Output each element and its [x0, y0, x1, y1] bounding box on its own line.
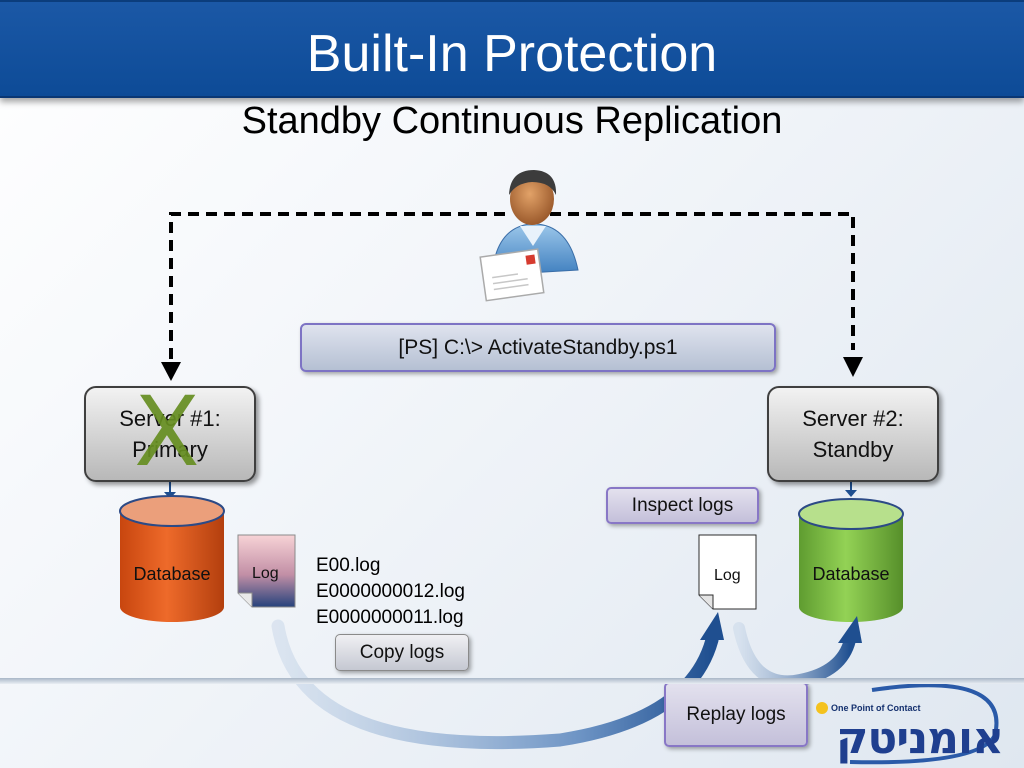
- primary-server-line2: Primary: [132, 437, 208, 462]
- replay-logs-arrow: [733, 622, 856, 688]
- primary-log-label: Log: [252, 565, 279, 582]
- dashed-connector-left: [169, 212, 505, 366]
- log-file-item: E00.log: [316, 555, 381, 576]
- envelope-icon: [479, 248, 545, 302]
- standby-database-label: Database: [812, 564, 890, 584]
- standby-database-cylinder: [798, 498, 904, 622]
- log-file-item: E0000000011.log: [316, 607, 464, 628]
- copy-logs-arrowhead: [700, 612, 724, 640]
- log-file-item: E0000000012.log: [316, 581, 465, 602]
- arrowhead-to-primary: [161, 362, 181, 381]
- title-bar: Built-In Protection: [0, 0, 1024, 98]
- failure-mark: X: [134, 376, 200, 488]
- footer-divider: [0, 678, 1024, 684]
- standby-server-line2: Standby: [812, 437, 894, 462]
- logo-swoosh: [849, 683, 999, 765]
- logo-tagline: One Point of Contact: [831, 703, 921, 713]
- slide-subtitle: Standby Continuous Replication: [241, 100, 783, 142]
- logo-dot: [816, 702, 828, 714]
- primary-database-label: Database: [133, 564, 211, 584]
- arrowhead-to-standby: [843, 357, 863, 377]
- standby-db-arrowhead: [845, 490, 857, 497]
- primary-server-box: Server #1: Primary: [84, 386, 256, 482]
- standby-server-box: Server #2: Standby: [767, 386, 939, 482]
- standby-server-line1: Server #2:: [802, 406, 904, 431]
- dashed-connector-right: [550, 212, 855, 350]
- primary-log-document: [237, 534, 296, 608]
- slide-title: Built-In Protection: [306, 25, 718, 83]
- copy-logs-box: Copy logs: [335, 634, 469, 671]
- powershell-command-box: [PS] C:\> ActivateStandby.ps1: [300, 323, 776, 372]
- primary-server-line1: Server #1:: [119, 406, 221, 431]
- log-file-list: E00.log E0000000012.log E0000000011.log: [316, 553, 465, 631]
- company-logo: אומניטק: [836, 713, 1004, 764]
- standby-log-label: Log: [714, 567, 741, 584]
- standby-log-document: [698, 534, 757, 610]
- replay-logs-arrowhead: [838, 616, 862, 643]
- primary-database-cylinder: [119, 495, 225, 622]
- replay-logs-box: Replay logs: [664, 682, 808, 747]
- inspect-logs-box: Inspect logs: [606, 487, 759, 524]
